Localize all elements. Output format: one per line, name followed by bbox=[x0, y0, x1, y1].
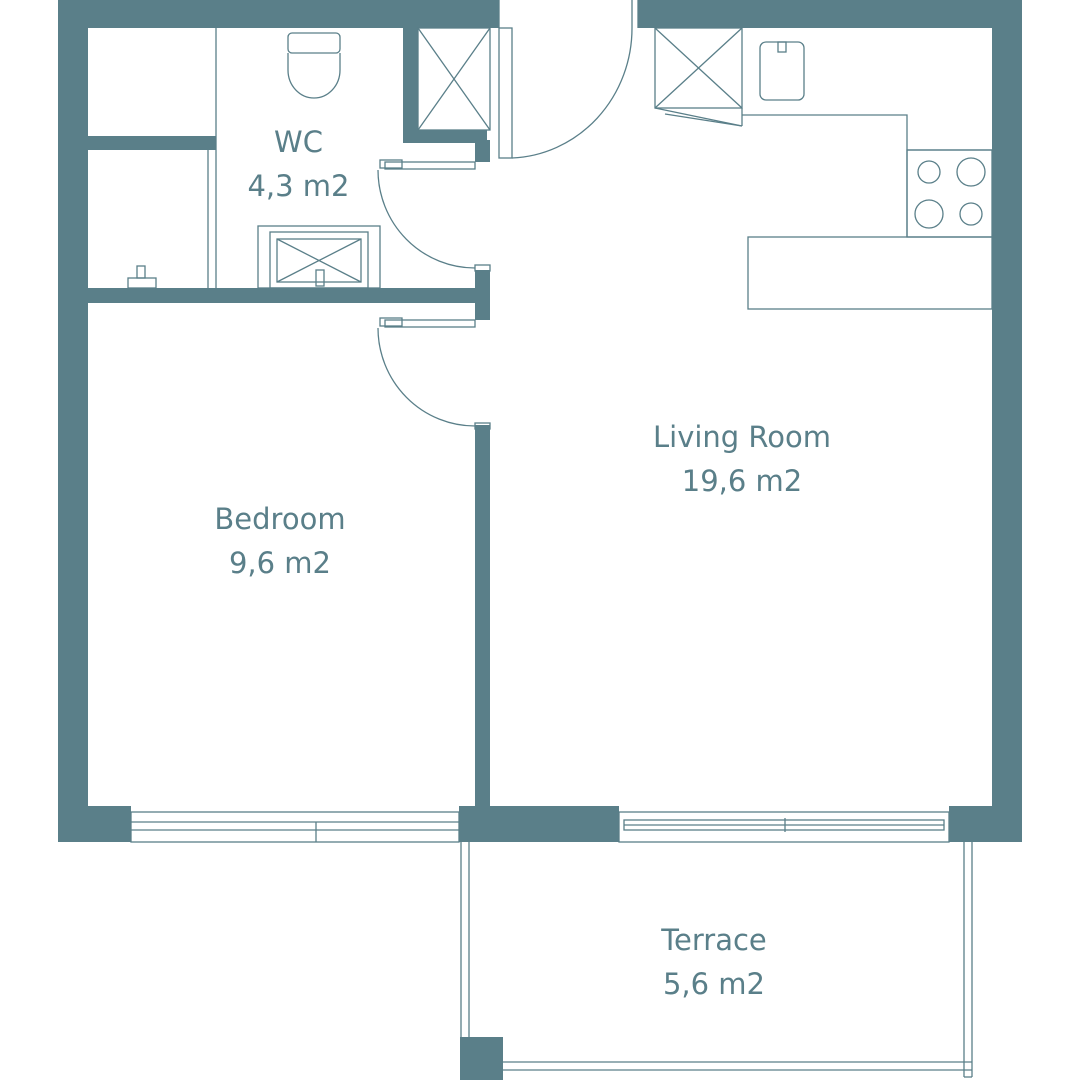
terrace-name: Terrace bbox=[661, 923, 767, 957]
kitchen-counter bbox=[742, 114, 992, 237]
wc-name: WC bbox=[274, 125, 323, 159]
room-label-wc: WC 4,3 m2 bbox=[226, 120, 371, 208]
kitchen-sink-icon bbox=[759, 41, 805, 101]
wall-left bbox=[58, 0, 88, 842]
room-label-bedroom: Bedroom 9,6 m2 bbox=[180, 497, 380, 585]
wc-area: 4,3 m2 bbox=[247, 169, 350, 203]
room-label-terrace: Terrace 5,6 m2 bbox=[614, 918, 814, 1006]
wall-closet-divider bbox=[88, 136, 216, 150]
entrance-door bbox=[498, 0, 639, 159]
wall-stub-upper bbox=[475, 140, 490, 162]
living-room-name: Living Room bbox=[652, 420, 832, 454]
cooktop-icon bbox=[906, 149, 993, 238]
wall-shower-bottom bbox=[403, 130, 487, 143]
living-window bbox=[618, 811, 950, 843]
bedroom-window bbox=[130, 811, 460, 843]
wall-top-left bbox=[58, 0, 499, 28]
wall-bottom-right bbox=[949, 806, 1022, 842]
bedroom-area: 9,6 m2 bbox=[228, 546, 332, 580]
wall-right bbox=[992, 0, 1022, 842]
toilet-icon bbox=[287, 32, 341, 99]
wall-bottom-left bbox=[58, 806, 131, 842]
kitchen-island bbox=[747, 236, 993, 310]
wall-bottom-middle bbox=[459, 806, 619, 842]
terrace-area: 5,6 m2 bbox=[662, 967, 766, 1001]
living-room-area: 19,6 m2 bbox=[681, 464, 803, 498]
shower-icon bbox=[417, 27, 491, 131]
bedroom-door bbox=[377, 317, 491, 430]
wc-door bbox=[377, 159, 491, 272]
wall-top-right bbox=[638, 0, 1022, 28]
bedroom-name: Bedroom bbox=[214, 502, 346, 536]
wall-bedroom-living bbox=[475, 425, 490, 806]
fixtures bbox=[127, 0, 993, 1078]
terrace-railing bbox=[460, 842, 973, 1078]
wall-bedroom-wc bbox=[88, 288, 475, 303]
wall-shower-left bbox=[403, 28, 418, 143]
terrace-post bbox=[460, 1037, 503, 1080]
fridge-icon bbox=[654, 27, 743, 127]
tap-icon bbox=[127, 265, 157, 289]
walls bbox=[58, 0, 1022, 1080]
wall-stub-mid bbox=[475, 270, 490, 320]
sink-icon bbox=[257, 225, 381, 289]
room-label-living-room: Living Room 19,6 m2 bbox=[612, 415, 872, 503]
